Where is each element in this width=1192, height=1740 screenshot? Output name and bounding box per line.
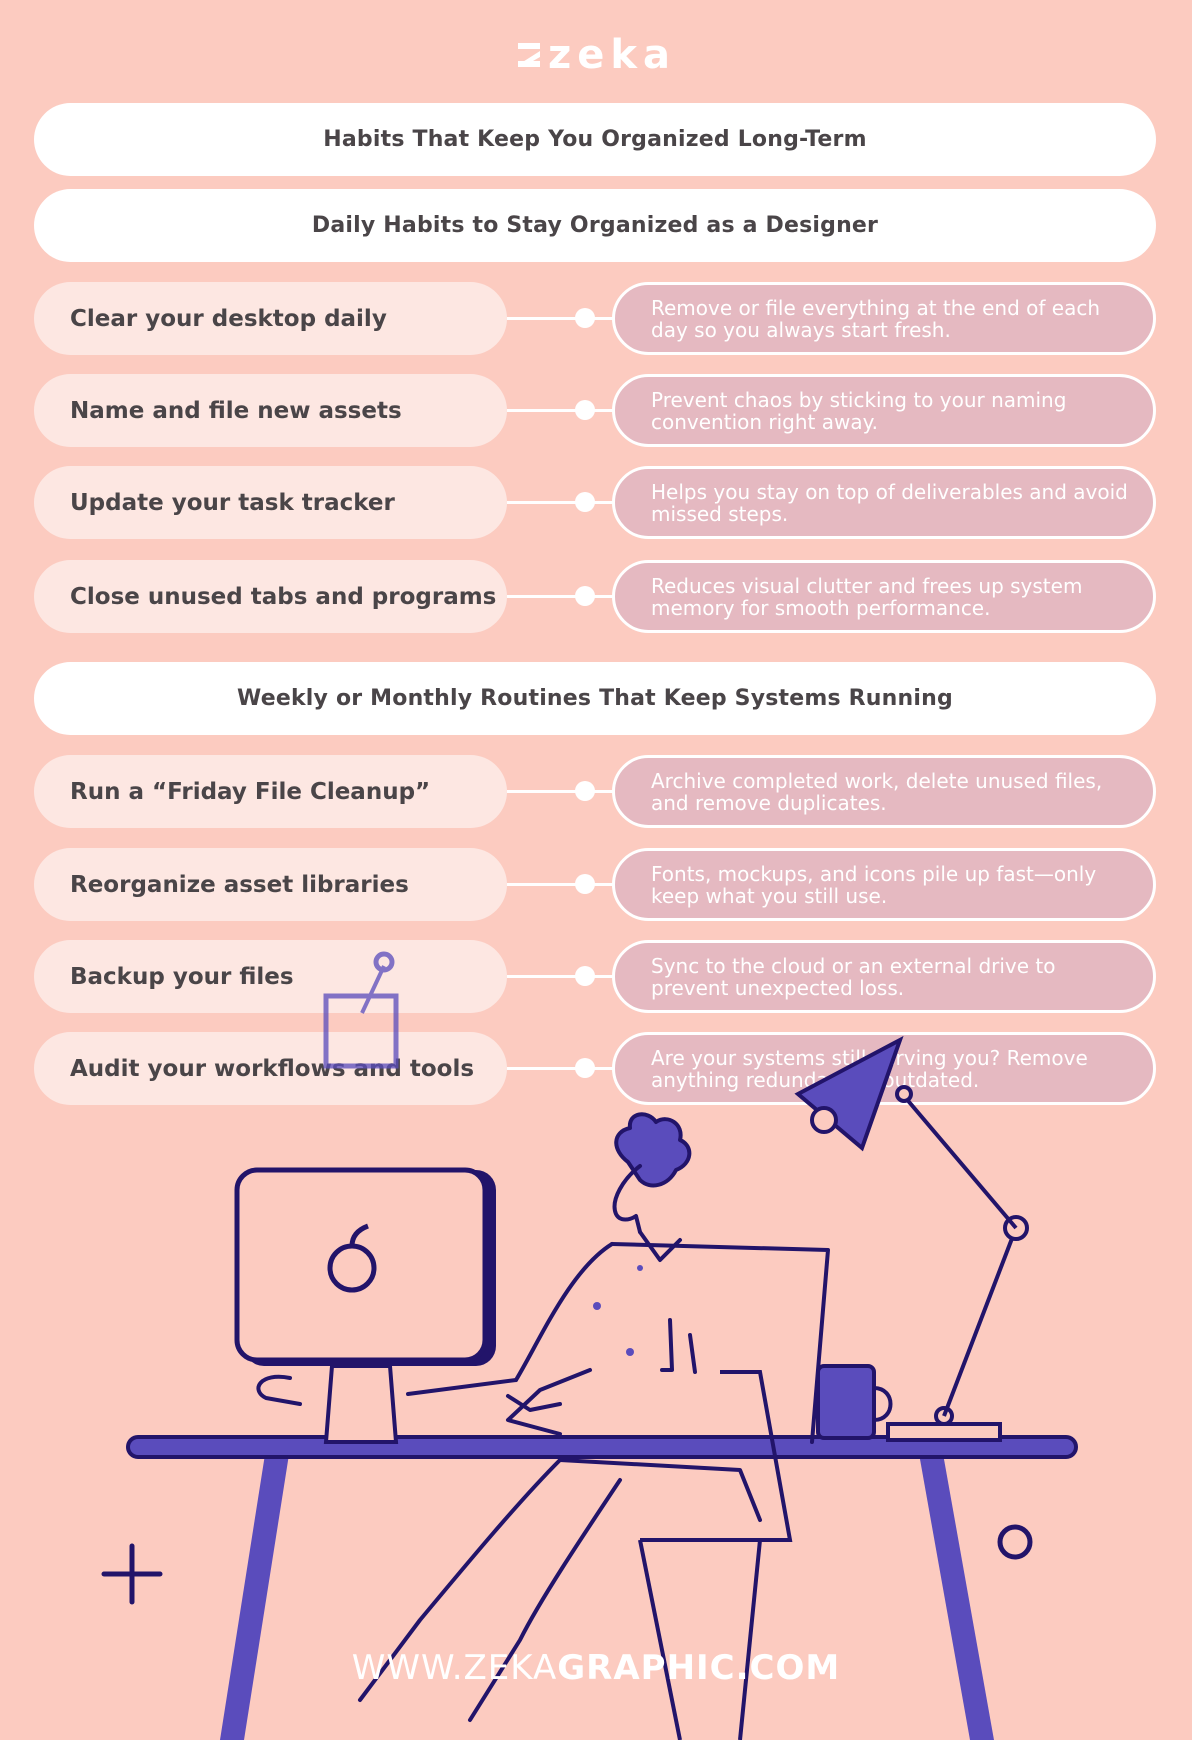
habit-description: Remove or file everything at the end of … <box>612 282 1156 355</box>
list-item: Audit your workflows and tools Are your … <box>34 1032 1156 1105</box>
zeka-logo-icon <box>517 43 540 67</box>
list-item: Backup your files Sync to the cloud or a… <box>34 940 1156 1013</box>
brand-logo: zeka <box>0 30 1192 80</box>
url-suffix: GRAPHIC.COM <box>557 1648 841 1688</box>
connector-dot <box>575 400 595 420</box>
website-url[interactable]: WWW.ZEKAGRAPHIC.COM <box>0 1648 1192 1688</box>
daily-heading: Daily Habits to Stay Organized as a Desi… <box>34 189 1156 262</box>
connector-dot <box>575 874 595 894</box>
connector-line <box>507 409 617 412</box>
weekly-heading: Weekly or Monthly Routines That Keep Sys… <box>34 662 1156 735</box>
habit-label: Update your task tracker <box>34 466 507 539</box>
connector-dot <box>575 308 595 328</box>
main-title: Habits That Keep You Organized Long-Term <box>34 103 1156 176</box>
habit-label: Run a “Friday File Cleanup” <box>34 755 507 828</box>
list-item: Reorganize asset libraries Fonts, mockup… <box>34 848 1156 921</box>
habit-label: Backup your files <box>34 940 507 1013</box>
habit-description: Prevent chaos by sticking to your naming… <box>612 374 1156 447</box>
habit-label: Name and file new assets <box>34 374 507 447</box>
connector-line <box>507 790 617 793</box>
connector-dot <box>575 1058 595 1078</box>
connector-line <box>507 317 617 320</box>
circle-icon <box>997 1524 1033 1560</box>
connector-dot <box>575 586 595 606</box>
list-item: Update your task tracker Helps you stay … <box>34 466 1156 539</box>
habit-label: Close unused tabs and programs <box>34 560 507 633</box>
list-item: Name and file new assets Prevent chaos b… <box>34 374 1156 447</box>
connector-line <box>507 975 617 978</box>
habit-description: Archive completed work, delete unused fi… <box>612 755 1156 828</box>
connector-line <box>507 1067 617 1070</box>
habit-label: Reorganize asset libraries <box>34 848 507 921</box>
list-item: Clear your desktop daily Remove or file … <box>34 282 1156 355</box>
designer-figure <box>256 1112 830 1722</box>
connector-dot <box>575 966 595 986</box>
connector-dot <box>575 492 595 512</box>
list-item: Close unused tabs and programs Reduces v… <box>34 560 1156 633</box>
coffee-mug-icon <box>816 1364 893 1440</box>
list-item: Run a “Friday File Cleanup” Archive comp… <box>34 755 1156 828</box>
url-prefix: WWW.ZEKA <box>351 1648 558 1688</box>
habit-label: Clear your desktop daily <box>34 282 507 355</box>
habit-description: Fonts, mockups, and icons pile up fast—o… <box>612 848 1156 921</box>
connector-line <box>507 883 617 886</box>
habit-description: Are your systems still serving you? Remo… <box>612 1032 1156 1105</box>
habit-description: Reduces visual clutter and frees up syst… <box>612 560 1156 633</box>
logo-text: zeka <box>547 32 676 78</box>
connector-line <box>507 501 617 504</box>
habit-label: Audit your workflows and tools <box>34 1032 507 1105</box>
desk <box>126 1435 1078 1740</box>
plus-icon <box>101 1543 163 1605</box>
connector-line <box>507 595 617 598</box>
computer-monitor-icon <box>234 1167 496 1444</box>
apple-logo-icon <box>327 1223 377 1293</box>
habit-description: Sync to the cloud or an external drive t… <box>612 940 1156 1013</box>
habit-description: Helps you stay on top of deliverables an… <box>612 466 1156 539</box>
connector-dot <box>575 781 595 801</box>
